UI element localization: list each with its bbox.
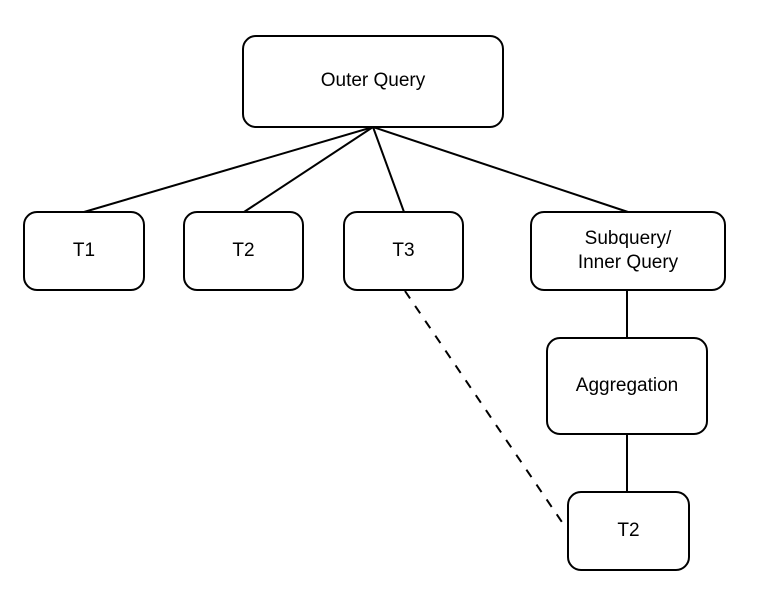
node-subquery-inner-query-label: Subquery/ Inner Query (577, 227, 679, 273)
node-outer-query-label: Outer Query (320, 70, 426, 92)
node-t3[interactable]: T3 (343, 211, 464, 291)
node-t1[interactable]: T1 (23, 211, 145, 291)
edge-t3-to-t2-dashed (404, 290, 567, 529)
node-t2-top[interactable]: T2 (183, 211, 304, 291)
node-t2-bottom[interactable]: T2 (567, 491, 690, 571)
node-outer-query[interactable]: Outer Query (242, 35, 504, 128)
node-aggregation-label: Aggregation (575, 374, 679, 396)
node-aggregation[interactable]: Aggregation (546, 337, 708, 435)
node-t2-bottom-label: T2 (617, 519, 640, 541)
node-subquery-inner-query[interactable]: Subquery/ Inner Query (530, 211, 726, 291)
edge-outer-query-to-subquery (372, 126, 629, 213)
edge-outer-query-to-t1 (83, 126, 374, 213)
edge-outer-query-to-t2 (243, 126, 374, 213)
node-t1-label: T1 (72, 239, 96, 261)
edge-outer-query-to-t3 (372, 126, 405, 213)
node-t2-top-label: T2 (232, 239, 255, 261)
node-t3-label: T3 (392, 239, 415, 261)
